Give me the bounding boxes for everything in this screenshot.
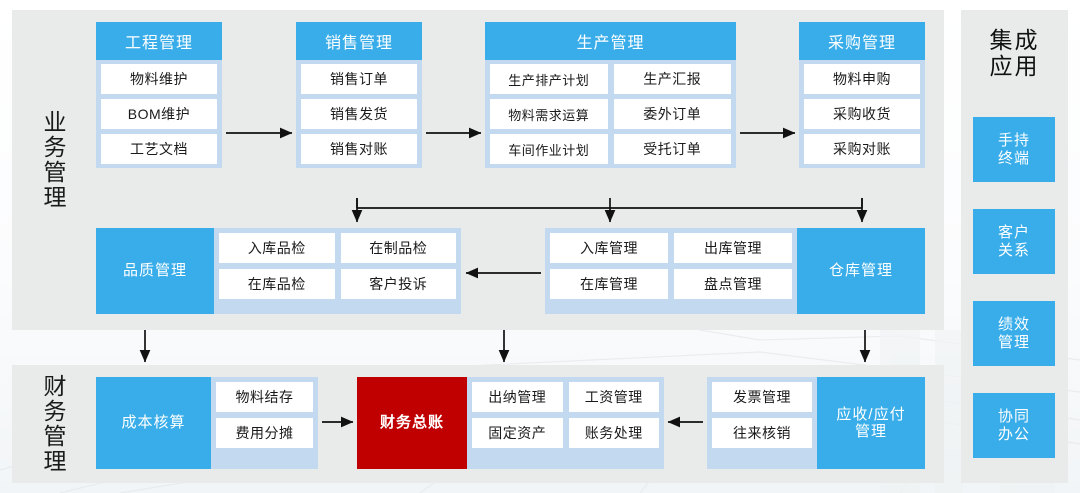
- cell-sales-order[interactable]: 销售订单: [301, 64, 417, 94]
- app-button-crm[interactable]: 客户关系: [973, 209, 1055, 274]
- cell-instock-inspection[interactable]: 在库品检: [219, 269, 335, 299]
- cell-cashier-management[interactable]: 出纳管理: [472, 382, 563, 412]
- list-item: 发票管理: [712, 382, 812, 412]
- module-production-body: 生产排产计划 生产汇报 物料需求运算 委外订单 车间作业计划 受托订单: [485, 60, 736, 168]
- cell-purchase-reconciliation[interactable]: 采购对账: [804, 134, 920, 164]
- module-cost-accounting[interactable]: 成本核算 物料结存 费用分摊: [96, 377, 318, 469]
- list-item: 往来核销: [712, 418, 812, 448]
- list-item: 费用分摊: [216, 418, 313, 448]
- list-item: 物料申购: [804, 64, 920, 94]
- cell-wip-inspection[interactable]: 在制品检: [340, 233, 456, 263]
- list-item: 物料需求运算 委外订单: [490, 99, 731, 129]
- module-ar-ap[interactable]: 发票管理 往来核销 应收/应付管理: [707, 377, 925, 469]
- list-item: 销售对账: [301, 134, 417, 164]
- list-item: 入库管理 出库管理: [550, 233, 792, 263]
- cell-workshop-plan[interactable]: 车间作业计划: [490, 134, 608, 164]
- cell-production-report[interactable]: 生产汇报: [613, 64, 731, 94]
- module-sales-title: 销售管理: [296, 22, 422, 60]
- cell-material-balance[interactable]: 物料结存: [216, 382, 313, 412]
- cell-accounting-processing[interactable]: 账务处理: [568, 418, 659, 448]
- cell-customer-complaint[interactable]: 客户投诉: [340, 269, 456, 299]
- finance-row-label: 财务管理: [40, 374, 66, 474]
- module-engineering-body: 物料维护 BOM维护 工艺文档: [96, 60, 222, 168]
- module-quality-body: 入库品检 在制品检 在库品检 客户投诉: [214, 228, 461, 314]
- cell-material-requisition[interactable]: 物料申购: [804, 64, 920, 94]
- cell-mrp[interactable]: 物料需求运算: [490, 99, 608, 129]
- cell-stocktake-management[interactable]: 盘点管理: [674, 269, 792, 299]
- list-item: 固定资产 账务处理: [472, 418, 659, 448]
- cell-sales-reconciliation[interactable]: 销售对账: [301, 134, 417, 164]
- cell-outsourced-order[interactable]: 委外订单: [613, 99, 731, 129]
- list-item: 销售发货: [301, 99, 417, 129]
- module-purchasing-title: 采购管理: [799, 22, 925, 60]
- list-item: 出纳管理 工资管理: [472, 382, 659, 412]
- module-production[interactable]: 生产管理 生产排产计划 生产汇报 物料需求运算 委外订单 车间作业计划 受托订单: [485, 22, 736, 168]
- module-ar-ap-title: 应收/应付管理: [817, 377, 925, 469]
- module-sales-body: 销售订单 销售发货 销售对账: [296, 60, 422, 168]
- module-general-ledger-title: 财务总账: [357, 377, 467, 469]
- module-warehouse-body: 入库管理 出库管理 在库管理 盘点管理: [545, 228, 797, 314]
- list-item: 入库品检 在制品检: [219, 233, 456, 263]
- module-production-title: 生产管理: [485, 22, 736, 60]
- list-item: 销售订单: [301, 64, 417, 94]
- module-warehouse[interactable]: 入库管理 出库管理 在库管理 盘点管理 仓库管理: [545, 228, 925, 314]
- module-quality-title: 品质管理: [96, 228, 214, 314]
- list-item: 采购对账: [804, 134, 920, 164]
- module-engineering[interactable]: 工程管理 物料维护 BOM维护 工艺文档: [96, 22, 222, 168]
- cell-inbound-inspection[interactable]: 入库品检: [219, 233, 335, 263]
- cell-cost-allocation[interactable]: 费用分摊: [216, 418, 313, 448]
- list-item: 车间作业计划 受托订单: [490, 134, 731, 164]
- list-item: 物料结存: [216, 382, 313, 412]
- list-item: 物料维护: [101, 64, 217, 94]
- module-engineering-title: 工程管理: [96, 22, 222, 60]
- module-purchasing[interactable]: 采购管理 物料申购 采购收货 采购对账: [799, 22, 925, 168]
- list-item: 在库管理 盘点管理: [550, 269, 792, 299]
- module-cost-accounting-title: 成本核算: [96, 377, 211, 469]
- module-cost-accounting-body: 物料结存 费用分摊: [211, 377, 318, 469]
- business-row-label: 业务管理: [40, 110, 66, 210]
- module-quality[interactable]: 品质管理 入库品检 在制品检 在库品检 客户投诉: [96, 228, 461, 314]
- module-general-ledger[interactable]: 财务总账 出纳管理 工资管理 固定资产 账务处理: [357, 377, 664, 469]
- cell-process-document[interactable]: 工艺文档: [101, 134, 217, 164]
- app-button-performance[interactable]: 绩效管理: [973, 301, 1055, 366]
- cell-inbound-management[interactable]: 入库管理: [550, 233, 668, 263]
- list-item: 工艺文档: [101, 134, 217, 164]
- list-item: BOM维护: [101, 99, 217, 129]
- cell-outbound-management[interactable]: 出库管理: [674, 233, 792, 263]
- module-purchasing-body: 物料申购 采购收货 采购对账: [799, 60, 925, 168]
- list-item: 在库品检 客户投诉: [219, 269, 456, 299]
- cell-production-schedule[interactable]: 生产排产计划: [490, 64, 608, 94]
- app-button-collaboration[interactable]: 协同办公: [973, 393, 1055, 458]
- module-general-ledger-body: 出纳管理 工资管理 固定资产 账务处理: [467, 377, 664, 469]
- cell-sales-delivery[interactable]: 销售发货: [301, 99, 417, 129]
- cell-invoice-management[interactable]: 发票管理: [712, 382, 812, 412]
- cell-material-maintenance[interactable]: 物料维护: [101, 64, 217, 94]
- module-ar-ap-body: 发票管理 往来核销: [707, 377, 817, 469]
- list-item: 采购收货: [804, 99, 920, 129]
- cell-fixed-assets[interactable]: 固定资产: [472, 418, 563, 448]
- cell-bom-maintenance[interactable]: BOM维护: [101, 99, 217, 129]
- cell-purchase-receipt[interactable]: 采购收货: [804, 99, 920, 129]
- cell-payroll-management[interactable]: 工资管理: [568, 382, 659, 412]
- integration-title: 集成应用: [989, 27, 1040, 79]
- module-sales[interactable]: 销售管理 销售订单 销售发货 销售对账: [296, 22, 422, 168]
- app-button-handheld-terminal[interactable]: 手持终端: [973, 117, 1055, 182]
- module-warehouse-title: 仓库管理: [797, 228, 925, 314]
- cell-instock-management[interactable]: 在库管理: [550, 269, 668, 299]
- cell-settlement-writeoff[interactable]: 往来核销: [712, 418, 812, 448]
- list-item: 生产排产计划 生产汇报: [490, 64, 731, 94]
- cell-entrusted-order[interactable]: 受托订单: [613, 134, 731, 164]
